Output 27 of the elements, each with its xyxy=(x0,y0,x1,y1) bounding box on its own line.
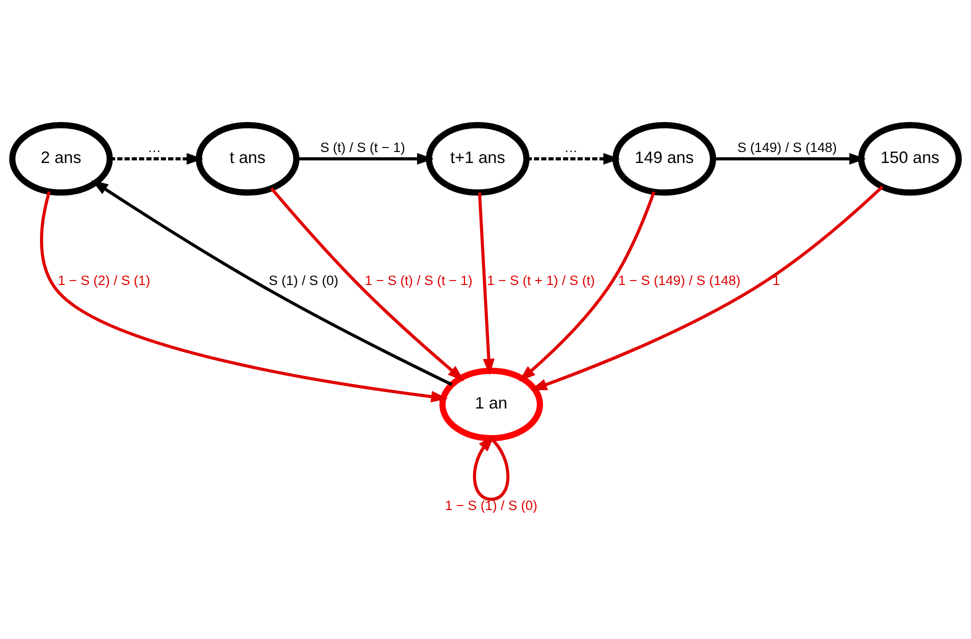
edge-label: 1 − S (2) / S (1) xyxy=(58,273,150,288)
node-ellipse: t ans xyxy=(196,122,300,196)
node-ellipse: 150 ans xyxy=(858,122,962,196)
arrow xyxy=(92,180,453,386)
arrow xyxy=(478,192,495,376)
edge-label: 1 xyxy=(772,273,780,288)
arrow xyxy=(526,153,620,165)
node-ellipse: 149 ans xyxy=(612,122,716,196)
edge-label: S (149) / S (148) xyxy=(737,140,837,155)
arrow xyxy=(472,435,510,501)
edge-label: … xyxy=(564,140,578,155)
arrow xyxy=(270,187,464,382)
arrow xyxy=(296,153,434,165)
arrow xyxy=(518,191,656,382)
edge-label: 1 − S (149) / S (148) xyxy=(618,273,741,288)
node-ellipse: 1 an xyxy=(439,368,544,442)
node-ellipse: t+1 ans xyxy=(426,122,530,196)
arrow xyxy=(530,186,884,390)
edge-label: … xyxy=(148,140,162,155)
arrow xyxy=(713,153,866,165)
edge-label: 1 − S (t + 1) / S (t) xyxy=(487,273,595,288)
arrow xyxy=(110,153,204,165)
edge-label: 1 − S (1) / S (0) xyxy=(444,498,538,514)
edge-label: S (1) / S (0) xyxy=(268,273,338,288)
edge-label: 1 − S (t) / S (t − 1) xyxy=(364,273,473,288)
arrow xyxy=(40,191,448,402)
edge-label: S (t) / S (t − 1) xyxy=(320,140,406,155)
